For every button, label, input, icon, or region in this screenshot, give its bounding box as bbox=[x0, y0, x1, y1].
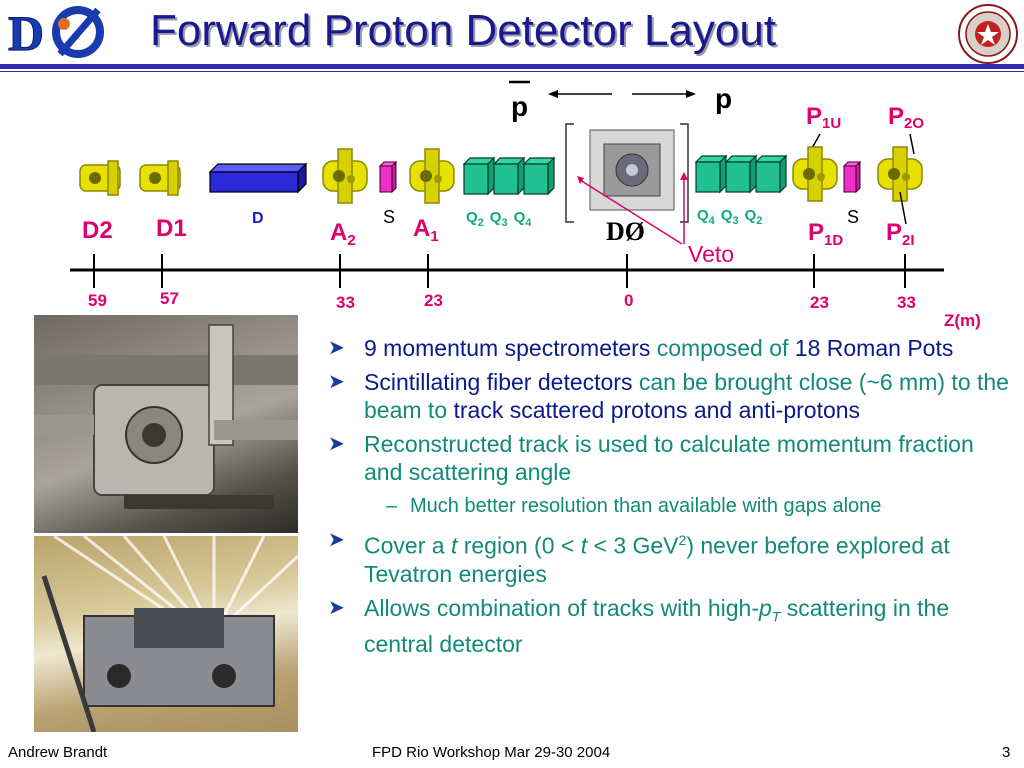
bullet-2-text-c: track scattered protons and anti-protons bbox=[447, 397, 861, 423]
quadrupole-q3-right bbox=[725, 155, 757, 193]
footer-author: Andrew Brandt bbox=[8, 744, 108, 761]
bullet-1-text-a: 9 momentum spectrometers bbox=[364, 335, 657, 361]
bullet-1-text-b: composed of bbox=[656, 335, 789, 361]
pos-23-right: 23 bbox=[810, 293, 829, 312]
slide-title: Forward Proton Detector Layout bbox=[150, 6, 777, 55]
label-d2: D2 bbox=[82, 217, 113, 244]
arrow-bullet-icon: ➤ bbox=[328, 337, 345, 359]
bullet-2: ➤ Scintillating fiber detectors can be b… bbox=[328, 368, 1018, 424]
footer-page-number: 3 bbox=[1002, 744, 1011, 761]
veto-arrowhead-left bbox=[577, 176, 584, 184]
bullet-4-t2: t bbox=[580, 532, 588, 559]
pos-0: 0 bbox=[624, 291, 633, 310]
pos-33-left: 33 bbox=[336, 293, 355, 312]
bullet-5-text-b: scattering in the central detector bbox=[364, 594, 950, 658]
label-p2o: P2O bbox=[888, 103, 924, 132]
roman-pot-a1 bbox=[409, 148, 455, 204]
bullet-5-text-a: Allows combination of tracks with high- bbox=[364, 594, 759, 621]
d0-logo: D bbox=[4, 2, 112, 60]
roman-pot-d1 bbox=[139, 160, 181, 196]
p-arrowhead bbox=[686, 90, 696, 98]
roman-pot-d2 bbox=[79, 160, 121, 196]
quadrupole-q2-left bbox=[463, 157, 495, 195]
quadrupole-q4-left bbox=[523, 157, 555, 195]
pointer-p1u bbox=[811, 133, 821, 149]
sub-bullet-1-text: Much better resolution than available wi… bbox=[410, 495, 882, 517]
arrow-bullet-icon: ➤ bbox=[328, 433, 345, 455]
z-axis-label: Z(m) bbox=[944, 311, 981, 330]
sub-bullet-1: – Much better resolution than available … bbox=[328, 492, 1018, 520]
quadrupole-q3-left bbox=[493, 157, 525, 195]
university-seal-icon bbox=[958, 4, 1018, 64]
label-a2: A2 bbox=[330, 219, 356, 249]
arrow-bullet-icon: ➤ bbox=[328, 529, 345, 551]
bullet-5-p: p bbox=[759, 594, 772, 621]
bullet-4-text-d: ) never before explored at Tevatron ener… bbox=[364, 532, 950, 587]
label-a1: A1 bbox=[413, 215, 439, 245]
pos-33-right: 33 bbox=[897, 293, 916, 312]
bullet-list: ➤ 9 momentum spectrometers composed of 1… bbox=[328, 334, 1018, 664]
pointer-p2i bbox=[899, 191, 907, 225]
veto-arrowhead-right bbox=[680, 172, 688, 180]
dipole-label: D bbox=[252, 210, 264, 227]
quadrupole-q4-right bbox=[695, 155, 727, 193]
fiber-detector-photo-art bbox=[41, 534, 300, 733]
separator-right bbox=[843, 161, 861, 193]
bullet-5-T: T bbox=[771, 608, 781, 625]
bullet-2-text-b: can be brought close (~6 mm) to the beam… bbox=[364, 369, 1009, 423]
label-p1u: P1U bbox=[806, 103, 841, 132]
bullet-4-t1: t bbox=[450, 532, 458, 559]
roman-pot-photo-art bbox=[34, 324, 298, 509]
bullet-5: ➤ Allows combination of tracks with high… bbox=[328, 594, 1018, 659]
roman-pot-photo bbox=[34, 315, 298, 533]
separator-left-label: S bbox=[383, 207, 395, 227]
dash-bullet-icon: – bbox=[386, 495, 398, 517]
pbar-arrowhead bbox=[548, 90, 558, 98]
d0-detector-icon bbox=[565, 123, 689, 223]
pointer-p2o bbox=[909, 133, 915, 155]
dipole-magnet bbox=[208, 162, 308, 194]
bullet-4-sup: 2 bbox=[678, 532, 687, 548]
quadrupole-q2-right bbox=[755, 155, 787, 193]
bullet-1-text-c: 18 Roman Pots bbox=[788, 335, 954, 361]
separator-right-label: S bbox=[847, 207, 859, 227]
arrow-bullet-icon: ➤ bbox=[328, 596, 345, 619]
arrow-bullet-icon: ➤ bbox=[328, 371, 345, 393]
bullet-3-text: Reconstructed track is used to calculate… bbox=[364, 431, 974, 485]
roman-pot-p1 bbox=[792, 146, 838, 202]
roman-pot-a2 bbox=[322, 148, 368, 204]
footer-event: FPD Rio Workshop Mar 29-30 2004 bbox=[372, 744, 611, 761]
veto-pointer-left bbox=[579, 179, 683, 245]
d0-center-label: DØ bbox=[606, 217, 645, 246]
p-label: p bbox=[715, 83, 732, 114]
pos-57: 57 bbox=[160, 289, 179, 308]
title-underline bbox=[0, 64, 1024, 69]
label-d1: D1 bbox=[156, 215, 187, 242]
title-underline-thin bbox=[0, 71, 1024, 72]
bullet-4-text-c: < 3 GeV bbox=[587, 532, 679, 559]
pos-59: 59 bbox=[88, 291, 107, 310]
bullet-4-text-b: region (0 < bbox=[457, 532, 581, 559]
pos-23-left: 23 bbox=[424, 291, 443, 310]
bullet-2-text-a: Scintillating fiber detectors bbox=[364, 369, 639, 395]
bullet-4: ➤ Cover a t region (0 < t < 3 GeV2) neve… bbox=[328, 526, 1018, 588]
veto-label: Veto bbox=[688, 241, 734, 267]
bullet-1: ➤ 9 momentum spectrometers composed of 1… bbox=[328, 334, 1018, 362]
label-p2i: P2I bbox=[886, 219, 915, 249]
fiber-detector-photo bbox=[34, 534, 300, 733]
detector-layout-diagram: p p P1U P2O DØ Veto D bbox=[70, 80, 981, 330]
pbar-label: p bbox=[511, 91, 528, 122]
bullet-4-text-a: Cover a bbox=[364, 532, 451, 559]
bullet-3: ➤ Reconstructed track is used to calcula… bbox=[328, 430, 1018, 486]
svg-text:D: D bbox=[8, 5, 44, 60]
label-p1d: P1D bbox=[808, 219, 843, 249]
separator-left bbox=[379, 161, 397, 193]
